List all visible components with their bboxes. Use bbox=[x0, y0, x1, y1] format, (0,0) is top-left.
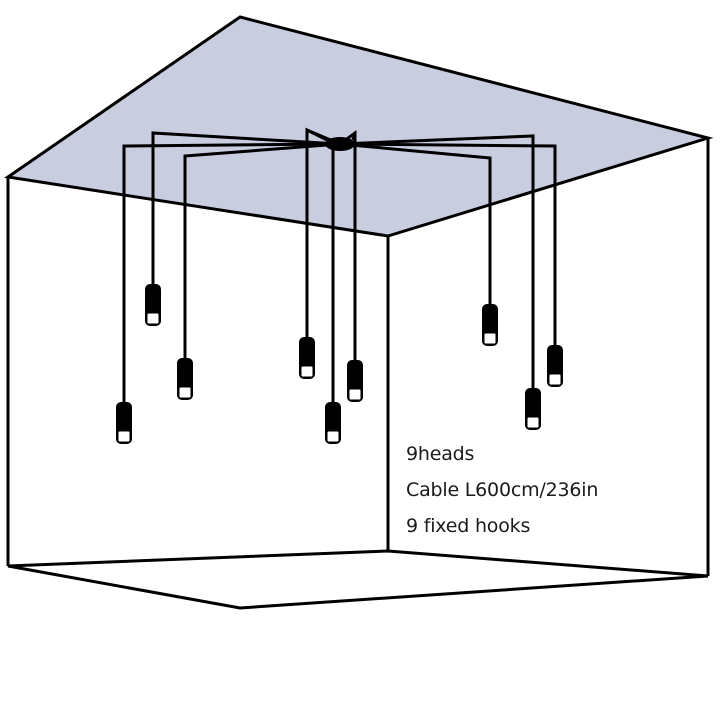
lamp-lens bbox=[549, 374, 561, 385]
lamp-lens bbox=[527, 417, 539, 428]
lamp-lens bbox=[179, 387, 191, 398]
lamp-lens bbox=[147, 313, 159, 324]
canopy-bracket-left bbox=[305, 127, 328, 143]
lamp-lens bbox=[118, 431, 130, 442]
lamp-lens bbox=[349, 389, 361, 400]
floor-plane bbox=[7, 549, 709, 610]
lamp-lens bbox=[484, 333, 496, 344]
pendant-lamp-icon bbox=[482, 304, 498, 346]
spec-hooks: 9 fixed hooks bbox=[406, 515, 531, 537]
lamp-lens bbox=[327, 431, 339, 442]
canopy-hub bbox=[305, 127, 357, 151]
cable-1 bbox=[122, 142, 341, 402]
pendant-lamp-icon bbox=[325, 402, 341, 444]
pendant-lamp-icon bbox=[525, 388, 541, 430]
pendant-group bbox=[116, 284, 563, 444]
canopy-icon bbox=[325, 137, 355, 151]
canopy-bracket-right bbox=[351, 132, 357, 143]
pendant-lamp-icon bbox=[299, 337, 315, 379]
lamp-lens bbox=[301, 366, 313, 377]
pendant-lamp-icon bbox=[116, 402, 132, 444]
spec-cable-length: Cable L600cm/236in bbox=[406, 479, 599, 501]
pendant-lamp-icon bbox=[177, 358, 193, 400]
cable-9 bbox=[339, 142, 557, 345]
pendant-lamp-icon bbox=[547, 345, 563, 387]
ceiling-plane bbox=[4, 15, 714, 238]
cable-3 bbox=[183, 142, 341, 358]
cable-7 bbox=[339, 142, 492, 304]
pendant-lamp-icon bbox=[347, 360, 363, 402]
pendant-lamp-icon bbox=[145, 284, 161, 326]
cable-8 bbox=[339, 134, 535, 388]
spec-label-block: 9heads Cable L600cm/236in 9 fixed hooks bbox=[406, 436, 598, 544]
spec-heads: 9heads bbox=[406, 443, 475, 465]
cable-2 bbox=[151, 131, 341, 284]
